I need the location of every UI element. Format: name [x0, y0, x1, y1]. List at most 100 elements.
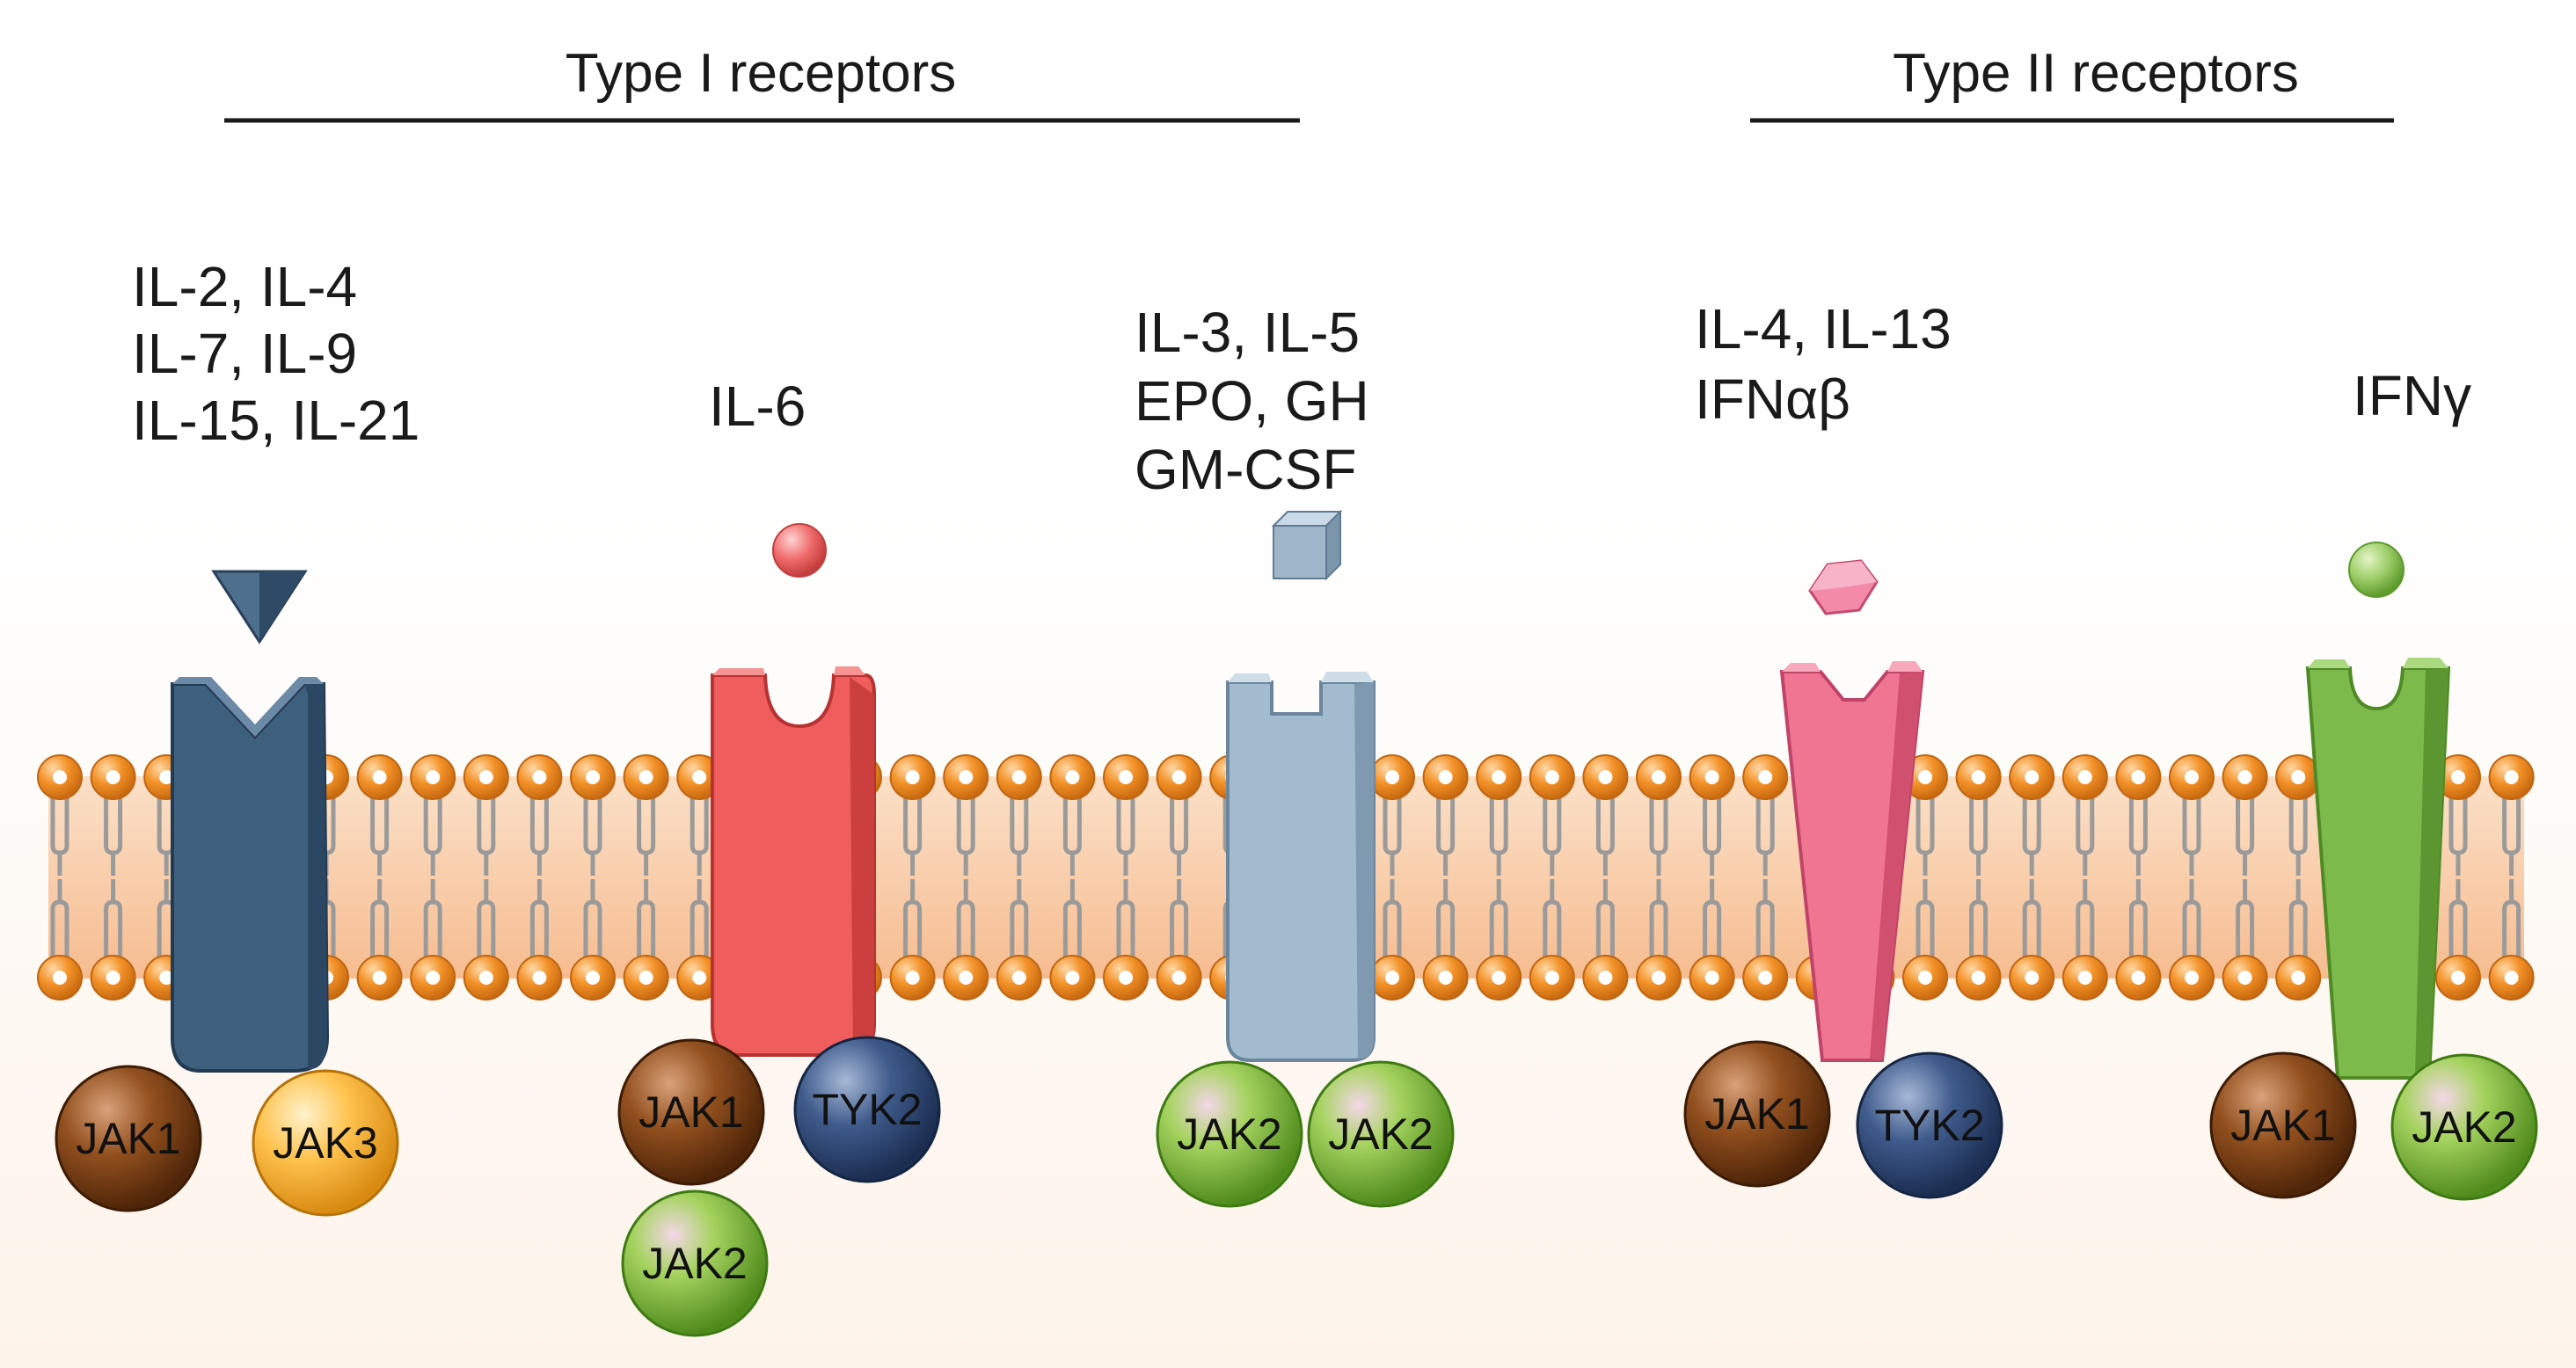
lipid-head-highlight [959, 770, 974, 784]
lipid-tail [2182, 795, 2201, 960]
lipid-tail [1383, 795, 1402, 960]
ligand-label-line: IL-4, IL-13 [1695, 297, 1952, 360]
ligand-label-line: IL-3, IL-5 [1135, 301, 1360, 364]
lipid-tail [477, 795, 496, 960]
ligand-label-line: IFNαβ [1695, 367, 1850, 431]
kinase-label: JAK3 [273, 1118, 378, 1168]
lipid-head-highlight [372, 770, 387, 784]
lipid-head-highlight [2237, 770, 2252, 784]
lipid-tail [690, 795, 709, 960]
kinase-label: JAK2 [2412, 1102, 2517, 1152]
lipid-tail [1436, 795, 1456, 960]
lipid-tail [1755, 795, 1775, 960]
lipid-tail [423, 795, 442, 960]
jak2-kinase: JAK2 [2390, 1053, 2538, 1201]
kinase-label: JAK2 [642, 1239, 748, 1288]
ligand-labels-il2-family: IL-2, IL-4 IL-7, IL-9 IL-15, IL-21 [132, 255, 420, 452]
lipid-head-highlight [1918, 770, 1932, 784]
ligand-label-line: EPO, GH [1135, 369, 1369, 433]
jak2-kinase: JAK2 [1307, 1060, 1455, 1208]
ligand-label-line: GM-CSF [1135, 438, 1356, 501]
ligand-labels-ifng: IFNγ [2353, 364, 2471, 427]
kinases-il6: JAK1 TYK2 JAK2 [617, 1036, 941, 1337]
receptor-il3-family [1226, 672, 1376, 1062]
lipid-head-highlight [1971, 971, 1986, 985]
lipid-head-highlight [2131, 770, 2146, 784]
ligand-hexagon-icon [1808, 559, 1879, 615]
jak1-kinase: JAK1 [1683, 1040, 1831, 1188]
lipid-tail [1489, 795, 1508, 960]
lipid-head-highlight [1385, 971, 1399, 985]
lipid-head-highlight [639, 971, 653, 985]
lipid-head-highlight [2185, 770, 2199, 784]
lipid-head-highlight [1544, 971, 1559, 985]
type-2-header: Type II receptors [1893, 43, 2299, 104]
lipid-head-highlight [1598, 770, 1613, 784]
lipid-head-highlight [1438, 971, 1453, 985]
kinases-ifng: JAK1 JAK2 [2209, 1051, 2538, 1201]
lipid-tail [903, 795, 923, 960]
lipid-head-highlight [1704, 770, 1719, 784]
lipid-head-highlight [1119, 770, 1133, 784]
lipid-tail [583, 795, 602, 960]
lipid-tail [1595, 795, 1615, 960]
lipid-head-highlight [2025, 770, 2040, 784]
ligand-labels-il6: IL-6 [709, 375, 806, 438]
lipid-head-highlight [1544, 770, 1559, 784]
lipid-head-highlight [1119, 971, 1133, 985]
lipid-tail [157, 795, 176, 960]
lipid-tail [1170, 795, 1189, 960]
lipid-head-highlight [478, 770, 493, 784]
lipid-head-highlight [372, 971, 387, 985]
lipid-head-highlight [2077, 971, 2092, 985]
lipid-head-highlight [2185, 971, 2199, 985]
ligand-sphere-red-icon [772, 523, 827, 578]
kinases-il4-ifn: JAK1 TYK2 [1683, 1040, 2003, 1199]
lipid-tail [2288, 795, 2308, 960]
lipid-head-highlight [1065, 770, 1080, 784]
ligand-triangle-icon [211, 570, 308, 644]
lipid-head-highlight [426, 770, 441, 784]
kinase-label: JAK2 [1177, 1110, 1282, 1159]
jak1-kinase: JAK1 [617, 1038, 765, 1186]
lipid-head-highlight [53, 971, 67, 985]
lipid-head-highlight [2025, 971, 2040, 985]
lipid-head-highlight [2237, 971, 2252, 985]
ligand-label-line: IL-2, IL-4 [132, 255, 357, 318]
lipid-head-highlight [1011, 971, 1026, 985]
lipid-head-highlight [1758, 770, 1773, 784]
receptor-il2-family [171, 677, 330, 1073]
lipid-head-highlight [478, 971, 493, 985]
lipid-head-highlight [586, 770, 600, 784]
lipid-tail [50, 795, 69, 960]
lipid-head-highlight [2504, 971, 2519, 985]
lipid-tail [2502, 795, 2521, 960]
ligand-label-line: IL-15, IL-21 [132, 389, 420, 452]
lipid-tail [1969, 795, 1989, 960]
lipid-head-highlight [905, 971, 920, 985]
lipid-head-highlight [2077, 770, 2092, 784]
lipid-head-highlight [159, 770, 174, 784]
lipid-head-highlight [1171, 971, 1186, 985]
receptor-group [171, 658, 2451, 1080]
tyk2-kinase: TYK2 [1856, 1051, 2003, 1199]
lipid-head-highlight [1065, 971, 1080, 985]
lipid-head-highlight [692, 770, 707, 784]
lipid-head-highlight [2451, 770, 2465, 784]
lipid-tail [637, 795, 656, 960]
lipid-head-highlight [532, 971, 547, 985]
kinase-label: JAK1 [639, 1088, 744, 1137]
lipid-tail [1916, 795, 1935, 960]
ligand-label-line: IFNγ [2353, 364, 2471, 427]
lipid-head-highlight [106, 971, 120, 985]
lipid-head-highlight [905, 770, 920, 784]
lipid-tail [2076, 795, 2095, 960]
lipid-head-highlight [692, 971, 707, 985]
lipid-head-highlight [1652, 971, 1666, 985]
lipid-tail [1703, 795, 1722, 960]
lipid-head-highlight [106, 770, 120, 784]
lipid-tail [1543, 795, 1562, 960]
tyk2-kinase: TYK2 [793, 1036, 941, 1183]
jak2-kinase: JAK2 [1156, 1060, 1303, 1208]
